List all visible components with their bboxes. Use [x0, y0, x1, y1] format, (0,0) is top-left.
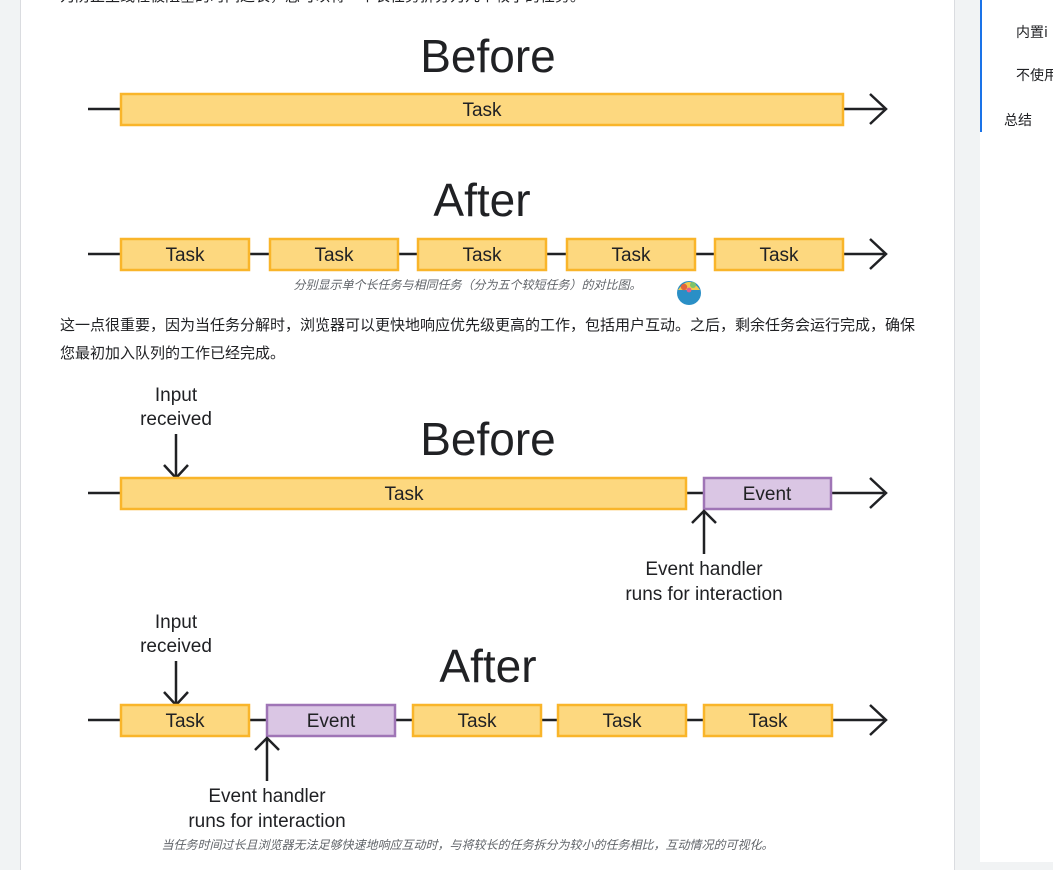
task-label: Task [759, 245, 799, 266]
toc-active-indicator [980, 0, 982, 132]
event-handler-label: Event handler [208, 786, 326, 807]
toc-item-summary[interactable]: 总结 [1004, 113, 1032, 129]
task-label: Task [384, 484, 424, 505]
event-handler-label: runs for interaction [188, 811, 345, 832]
figure-split-tasks: Before Task After Task Task Task Task Ta… [88, 30, 888, 272]
figure-interaction-timing: Input received Before Task Event Event h… [88, 385, 888, 832]
event-block: Event [265, 703, 397, 738]
task-block: Task [713, 237, 845, 272]
input-received-label: received [140, 636, 212, 657]
figure1-caption: 分别显示单个长任务与相同任务（分为五个较短任务）的对比图。 [293, 278, 642, 292]
task-block: Task [702, 703, 834, 738]
event-block: Event [702, 476, 833, 511]
task-label: Task [165, 245, 205, 266]
timeline-arrowhead [869, 238, 888, 270]
task-block: Task [565, 237, 697, 272]
event-handler-label: Event handler [645, 559, 763, 580]
toc-item-without[interactable]: 不使用 [1016, 68, 1053, 84]
task-label: Task [462, 100, 502, 121]
toc-item-builtin[interactable]: 内置i [1016, 25, 1048, 41]
figure2-before-title: Before [420, 413, 556, 465]
event-handler-label: runs for interaction [625, 584, 782, 605]
timeline-arrowhead [869, 93, 888, 125]
task-label: Task [457, 711, 497, 732]
figure1-before-title: Before [420, 30, 556, 82]
input-received-label: Input [155, 612, 198, 633]
task-label: Task [748, 711, 788, 732]
figure2-after-title: After [439, 640, 536, 692]
task-block: Task [556, 703, 688, 738]
task-label: Task [602, 711, 642, 732]
task-label: Task [462, 245, 502, 266]
task-label: Task [611, 245, 651, 266]
body-paragraph: 这一点很重要，因为当任务分解时，浏览器可以更快地响应优先级更高的工作，包括用户互… [60, 316, 916, 362]
figure2-caption: 当任务时间过长且浏览器无法足够快速地响应互动时，与将较长的任务拆分为较小的任务相… [161, 838, 774, 852]
timeline-arrowhead [869, 477, 888, 509]
input-received-label: received [140, 409, 212, 430]
input-received-label: Input [155, 385, 198, 406]
toc-sidebar: 内置i 不使用 总结 [980, 0, 1053, 862]
task-label: Task [165, 711, 205, 732]
task-block: Task [268, 237, 400, 272]
event-label: Event [743, 484, 792, 505]
task-block: Task [119, 237, 251, 272]
task-label: Task [314, 245, 354, 266]
handler-arrowhead [254, 736, 280, 751]
task-block: Task [119, 92, 845, 127]
figure1-after-title: After [433, 174, 530, 226]
timeline-arrowhead [869, 704, 888, 736]
task-block: Task [119, 476, 688, 511]
handler-arrowhead [691, 509, 717, 524]
event-label: Event [307, 711, 356, 732]
task-block: Task [416, 237, 548, 272]
emoji-badge-icon[interactable] [674, 276, 704, 306]
task-block: Task [119, 703, 251, 738]
task-block: Task [411, 703, 543, 738]
intro-paragraph: 为防止主线程被阻塞的时间过长，您可以将一个长任务拆分为几个较小的任务。 [60, 0, 585, 10]
